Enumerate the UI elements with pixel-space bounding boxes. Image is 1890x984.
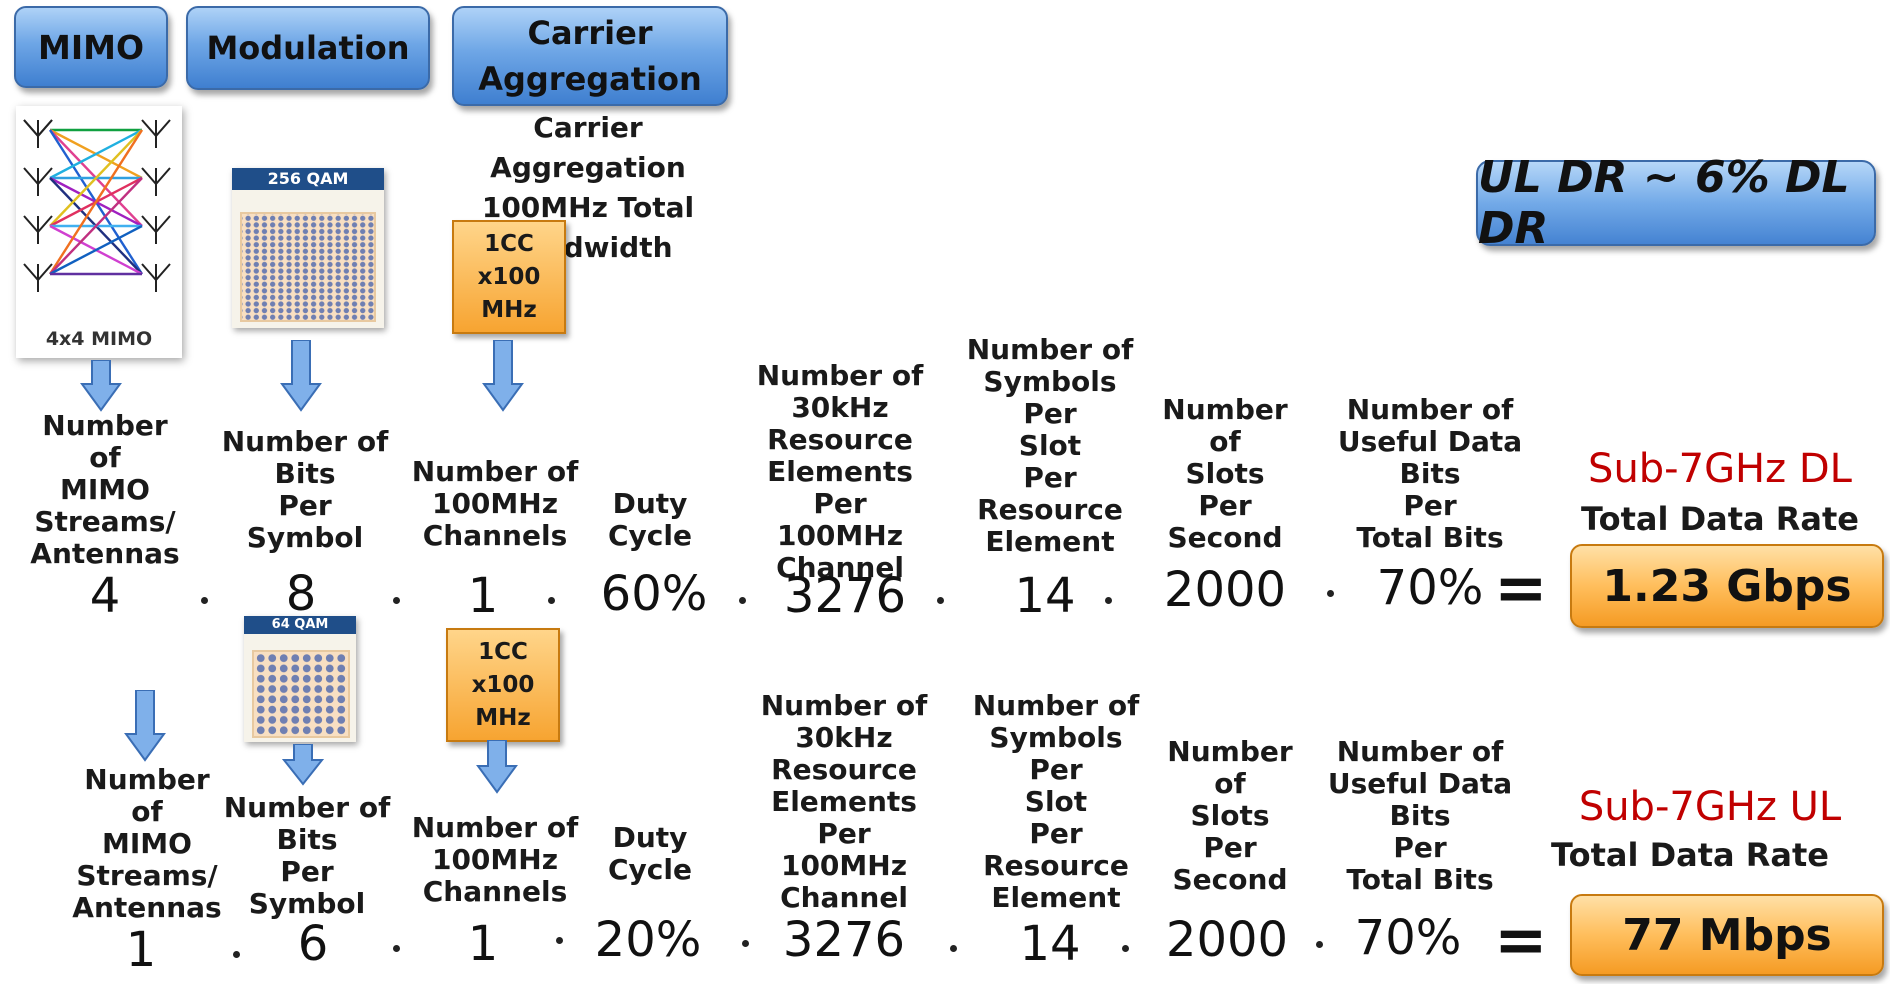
ul-arrow-channels [476,740,518,794]
dl-value-useful: 70% [1376,560,1484,616]
dl-value-symbols: 14 [1014,568,1076,624]
ul-equals: = [1494,904,1548,978]
ul-multiply-5 [950,945,957,952]
ul-title: Sub-7GHz UL [1578,784,1842,830]
ul-cc-box: 1CC x100 MHz [446,628,560,742]
dl-multiply-6 [1105,597,1112,604]
ul-label-mimo: Number of MIMO Streams/ Antennas [72,763,222,924]
dl-multiply-5 [937,597,944,604]
dl-multiply-4 [739,597,746,604]
ul-label-slots: Number of Slots Per Second [1167,735,1293,896]
dl-multiply-2 [393,597,400,604]
qam-64-header: 64 QAM [244,616,356,634]
ul-multiply-3 [556,937,563,944]
ul-value-useful: 70% [1354,910,1462,966]
ul-dl-ratio-text: UL DR ~ 6% DL DR [1478,152,1850,254]
dl-value-slots: 2000 [1163,562,1287,618]
dl-value-channels: 1 [467,568,499,624]
carrier-aggregation-tab-line2: Aggregation [478,60,702,98]
qam-256-constellation [240,212,376,322]
dl-multiply-3 [548,597,555,604]
dl-arrow-channels [482,340,524,412]
dl-label-bits: Number of Bits Per Symbol [221,425,389,554]
dl-label-re: Number of 30kHz Resource Elements Per 10… [756,359,924,584]
dl-arrow-mimo [80,360,122,412]
ul-value-symbols: 14 [1019,916,1081,972]
ul-label-duty: Duty Cycle [608,821,692,886]
ul-label-re: Number of 30kHz Resource Elements Per 10… [760,689,928,914]
mimo-diagram: 4x4 MIMO [16,106,182,358]
ul-result-value: 77 Mbps [1622,909,1832,961]
ul-label-useful: Number of Useful Data Bits Per Total Bit… [1327,735,1513,896]
dl-label-slots: Number of Slots Per Second [1162,393,1288,554]
dl-value-duty: 60% [600,566,708,622]
ul-value-channels: 1 [467,916,499,972]
ul-multiply-7 [1316,941,1323,948]
ul-value-slots: 2000 [1165,912,1289,968]
dl-multiply-7 [1327,590,1334,597]
mimo-tab-label: MIMO [37,27,144,67]
dl-multiply-1 [201,597,208,604]
qam-64-card: 64 QAM [244,616,356,742]
dl-title: Sub-7GHz DL [1588,446,1852,492]
mimo-caption: 4x4 MIMO [45,328,153,350]
ul-multiply-1 [233,951,240,958]
ul-value-bits: 6 [297,916,329,972]
dl-value-mimo: 4 [89,568,121,624]
modulation-tab: Modulation [186,6,430,90]
qam-256-header: 256 QAM [232,168,384,190]
carrier-aggregation-tab-line1: Carrier [527,14,653,52]
ul-arrow-mimo [124,690,166,762]
ul-label-channels: Number of 100MHz Channels [411,811,579,908]
ul-dl-ratio-note: UL DR ~ 6% DL DR [1476,152,1876,254]
ul-result-box: 77 Mbps [1570,894,1884,976]
dl-equals: = [1494,552,1548,626]
dl-subtitle: Total Data Rate [1581,500,1859,538]
ul-value-mimo: 1 [125,922,157,978]
modulation-tab-label: Modulation [206,29,410,67]
dl-label-mimo: Number of MIMO Streams/ Antennas [30,409,180,570]
dl-label-symbols: Number of Symbols Per Slot Per Resource … [966,333,1134,558]
ul-multiply-6 [1122,945,1129,952]
ul-multiply-4 [742,940,749,947]
dl-result-box: 1.23 Gbps [1570,544,1884,628]
dl-arrow-bits [280,340,322,412]
ul-label-symbols: Number of Symbols Per Slot Per Resource … [972,689,1140,914]
ul-label-bits: Number of Bits Per Symbol [223,791,391,920]
ul-subtitle: Total Data Rate [1551,836,1829,874]
qam-256-card: 256 QAM [232,168,384,328]
carrier-aggregation-tab: Carrier Aggregation [452,6,728,106]
dl-label-duty: Duty Cycle [608,487,692,552]
dl-label-useful: Number of Useful Data Bits Per Total Bit… [1337,393,1523,554]
ul-arrow-bits [282,744,324,786]
dl-cc-box: 1CC x100 MHz [452,220,566,334]
dl-result-value: 1.23 Gbps [1602,560,1852,612]
qam-64-constellation [252,650,350,738]
dl-value-bits: 8 [285,566,317,622]
ul-value-duty: 20% [594,912,702,968]
mimo-tab: MIMO [14,6,168,88]
ul-value-re: 3276 [782,912,906,968]
dl-label-channels: Number of 100MHz Channels [411,455,579,552]
mimo-antenna-icon [23,119,171,293]
ul-multiply-2 [393,945,400,952]
dl-value-re: 3276 [783,568,907,624]
